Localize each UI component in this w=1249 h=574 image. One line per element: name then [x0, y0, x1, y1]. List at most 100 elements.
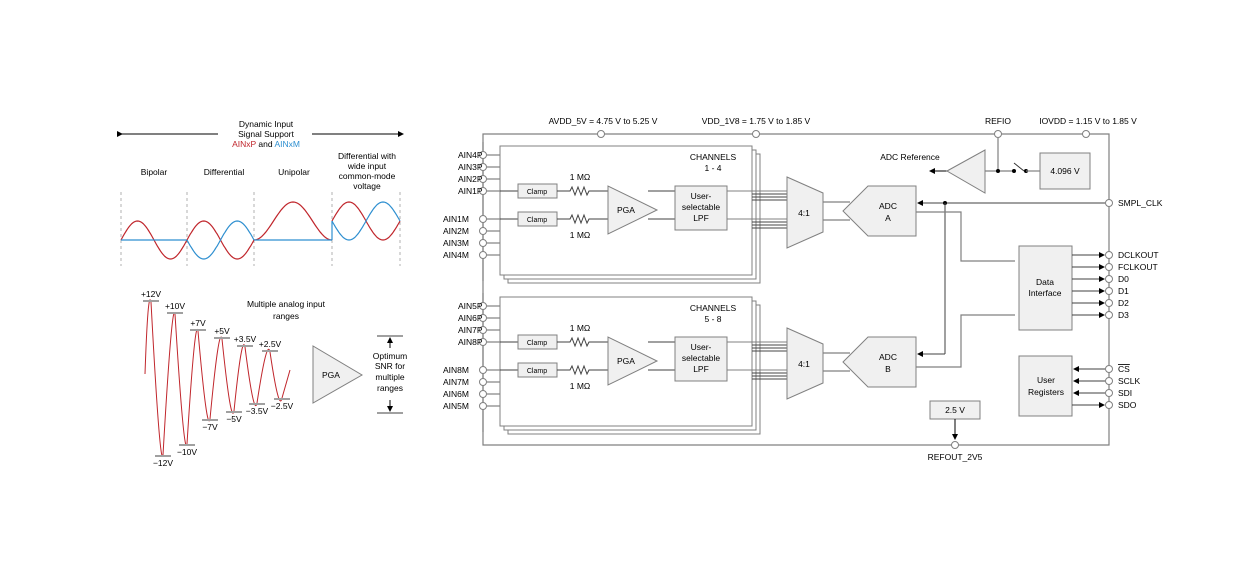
resistor-label: 1 MΩ — [570, 172, 591, 182]
analog-input-pin[interactable] — [479, 390, 487, 398]
pin-label: AIN3P — [458, 162, 483, 172]
lpf-label: selectable — [682, 353, 721, 363]
diff-m-wave — [186, 220, 255, 260]
user-registers-1: User — [1037, 375, 1055, 385]
snr-4: ranges — [377, 383, 403, 393]
waveforms — [120, 201, 401, 260]
data-output-pin[interactable] — [1105, 299, 1113, 307]
signal-legend: AINxP and AINxM — [232, 139, 300, 149]
data-output-label: D0 — [1118, 274, 1129, 284]
pin-label: AIN6M — [443, 389, 469, 399]
iovdd-pin[interactable] — [1082, 130, 1090, 138]
data-output-label: FCLKOUT — [1118, 262, 1158, 272]
refio-pin[interactable] — [994, 130, 1002, 138]
ref-voltage: 4.096 V — [1050, 166, 1080, 176]
analog-input-pin[interactable] — [479, 175, 487, 183]
analog-input-pin[interactable] — [479, 366, 487, 374]
range-negative-label: −3.5V — [246, 406, 269, 416]
data-output-pin[interactable] — [1105, 287, 1113, 295]
refout-label: REFOUT_2V5 — [928, 452, 983, 462]
refout-section: 2.5 V REFOUT_2V5 — [928, 400, 983, 462]
analog-input-pin[interactable] — [479, 239, 487, 247]
mode-differential: Differential — [204, 167, 245, 177]
mux-block — [786, 176, 824, 249]
dynamic-title-2: Signal Support — [238, 129, 294, 139]
analog-input-pin[interactable] — [479, 227, 487, 235]
lpf-label: selectable — [682, 202, 721, 212]
data-output-pin[interactable] — [1105, 275, 1113, 283]
snr-2: SNR for — [375, 361, 405, 371]
analog-input-pin[interactable] — [479, 326, 487, 334]
range-positive-label: +2.5V — [259, 339, 282, 349]
resistor-icon — [557, 213, 608, 225]
data-interface-1: Data — [1036, 277, 1054, 287]
data-output-pin[interactable] — [1105, 263, 1113, 271]
mux-label: 4:1 — [798, 208, 810, 218]
range-negative-label: −12V — [153, 458, 173, 468]
smpl-clk-label: SMPL_CLK — [1118, 198, 1163, 208]
pga-triangle — [312, 345, 363, 404]
range-positive-label: +3.5V — [234, 334, 257, 344]
analog-input-pin[interactable] — [479, 378, 487, 386]
vdd-pin[interactable] — [752, 130, 760, 138]
analog-input-pin[interactable] — [479, 402, 487, 410]
mode-wide-cm-4: voltage — [353, 181, 381, 191]
data-output-pin[interactable] — [1105, 311, 1113, 319]
refout-voltage: 2.5 V — [945, 405, 965, 415]
avdd-label: AVDD_5V = 4.75 V to 5.25 V — [549, 116, 658, 126]
clamp-label: Clamp — [527, 368, 547, 375]
pin-label: AIN2P — [458, 174, 483, 184]
resistor-label: 1 MΩ — [570, 381, 591, 391]
range-waveform: +12V−12V+10V−10V+7V−7V+5V−5V+3.5V−3.5V+2… — [141, 289, 294, 468]
pin-label: AIN1M — [443, 214, 469, 224]
pin-label: AIN3M — [443, 238, 469, 248]
lpf-label: User- — [691, 191, 712, 201]
analog-input-pin[interactable] — [479, 215, 487, 223]
channel-title: CHANNELS — [690, 303, 737, 313]
pin-label: AIN4M — [443, 250, 469, 260]
spi-pin[interactable] — [1105, 377, 1113, 385]
adc-label: ADC — [879, 352, 897, 362]
analog-input-pin[interactable] — [479, 163, 487, 171]
adc-block — [842, 185, 917, 237]
snr-3: multiple — [375, 372, 405, 382]
pin-label: AIN8M — [443, 365, 469, 375]
ref-buffer — [945, 149, 986, 194]
analog-input-pin[interactable] — [479, 151, 487, 159]
snr-1: Optimum — [373, 351, 407, 361]
mux-block — [786, 327, 824, 400]
clamp-label: Clamp — [527, 340, 547, 347]
user-registers-2: Registers — [1028, 387, 1064, 397]
refout-pin[interactable] — [951, 441, 959, 449]
range-positive-label: +7V — [190, 318, 206, 328]
pin-label: AIN5P — [458, 301, 483, 311]
analog-input-pin[interactable] — [479, 338, 487, 346]
unipolar-p-wave — [253, 201, 333, 241]
analog-input-pin[interactable] — [479, 314, 487, 322]
smpl-clk-pin[interactable] — [1105, 199, 1113, 207]
analog-input-pin[interactable] — [479, 187, 487, 195]
spi-pin-label: SCLK — [1118, 376, 1141, 386]
avdd-pin[interactable] — [597, 130, 605, 138]
pga-block — [607, 185, 659, 235]
resistor-icon — [557, 185, 608, 197]
spi-pin[interactable] — [1105, 401, 1113, 409]
pin-label: AIN7M — [443, 377, 469, 387]
channel-title: CHANNELS — [690, 152, 737, 162]
analog-input-pin[interactable] — [479, 302, 487, 310]
refio-label: REFIO — [985, 116, 1011, 126]
resistor-icon — [557, 336, 608, 348]
pga-block — [607, 336, 659, 386]
spi-pin[interactable] — [1105, 389, 1113, 397]
spi-pin[interactable] — [1105, 365, 1113, 373]
lpf-block — [674, 336, 728, 382]
reference-section: ADC Reference 4.096 V — [880, 138, 1091, 194]
pin-label: AIN4P — [458, 150, 483, 160]
analog-input-pin[interactable] — [479, 251, 487, 259]
range-positive-label: +10V — [165, 301, 185, 311]
data-output-pin[interactable] — [1105, 251, 1113, 259]
